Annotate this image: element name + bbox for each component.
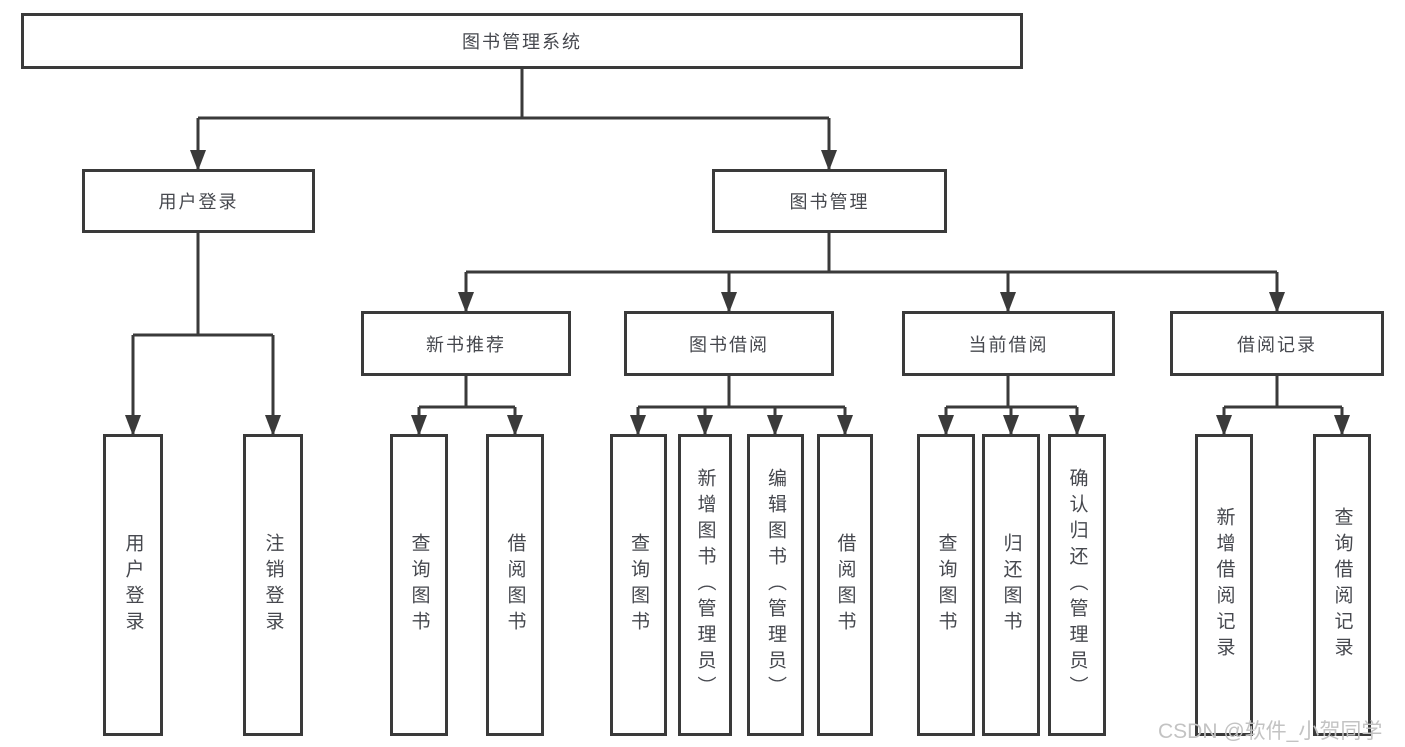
node-label: 新书推荐 bbox=[426, 334, 506, 355]
node-label: 编辑图书（管理员） bbox=[765, 468, 786, 702]
leaf-borrow-books: 借阅图书 bbox=[817, 434, 873, 736]
node-label: 图书管理 bbox=[789, 192, 870, 212]
arrow-icon bbox=[837, 415, 853, 436]
node-label: 注销登录 bbox=[262, 533, 284, 637]
node-label: 归还图书 bbox=[1000, 533, 1022, 637]
node-label: 查询图书 bbox=[935, 533, 957, 637]
leaf-search-borrow-record: 查询借阅记录 bbox=[1313, 434, 1371, 736]
arrowheads bbox=[125, 150, 1350, 436]
node-label: 用户登录 bbox=[158, 192, 239, 212]
leaf-edit-books-admin: 编辑图书（管理员） bbox=[747, 434, 804, 736]
connector-new-book-to-leaves bbox=[417, 375, 517, 434]
connector-book-management-to-level3 bbox=[464, 232, 1279, 312]
node-label: 查询借阅记录 bbox=[1331, 507, 1353, 663]
node-label: 查询图书 bbox=[408, 533, 430, 637]
arrow-icon bbox=[1269, 292, 1285, 313]
leaf-confirm-return-admin: 确认归还（管理员） bbox=[1048, 434, 1106, 736]
connector-borrow-record-to-leaves bbox=[1222, 375, 1344, 434]
arrow-icon bbox=[125, 415, 141, 436]
arrow-icon bbox=[938, 415, 954, 436]
node-label: 当前借阅 bbox=[968, 334, 1049, 355]
arrow-icon bbox=[1334, 415, 1350, 436]
arrow-icon bbox=[1000, 292, 1016, 313]
node-label: 借阅记录 bbox=[1237, 334, 1317, 355]
leaf-borrow-books: 借阅图书 bbox=[486, 434, 544, 736]
node-label: 图书管理系统 bbox=[462, 32, 582, 52]
leaf-logout: 注销登录 bbox=[243, 434, 303, 736]
arrow-icon bbox=[630, 415, 646, 436]
leaf-search-books: 查询图书 bbox=[610, 434, 667, 736]
node-user-login: 用户登录 bbox=[82, 169, 315, 233]
node-label: 用户登录 bbox=[122, 533, 144, 637]
arrow-icon bbox=[1216, 415, 1232, 436]
node-label: 新增借阅记录 bbox=[1213, 507, 1235, 663]
node-root-library-management-system: 图书管理系统 bbox=[21, 13, 1023, 69]
node-label: 新增图书（管理员） bbox=[694, 468, 716, 702]
arrow-icon bbox=[697, 415, 713, 436]
csdn-watermark: CSDN @软件_小贺同学 bbox=[1158, 720, 1383, 743]
leaf-search-books: 查询图书 bbox=[390, 434, 448, 736]
connector-book-borrow-to-leaves bbox=[636, 375, 847, 434]
node-book-borrow: 图书借阅 bbox=[624, 311, 834, 376]
node-new-book-recommend: 新书推荐 bbox=[361, 311, 571, 376]
arrow-icon bbox=[190, 150, 206, 171]
arrow-icon bbox=[411, 415, 427, 436]
arrow-icon bbox=[1003, 415, 1019, 436]
leaf-search-books: 查询图书 bbox=[917, 434, 975, 736]
arrow-icon bbox=[265, 415, 281, 436]
node-book-management: 图书管理 bbox=[712, 169, 947, 233]
node-current-borrow: 当前借阅 bbox=[902, 311, 1115, 376]
leaf-add-borrow-record: 新增借阅记录 bbox=[1195, 434, 1253, 736]
leaf-add-books-admin: 新增图书（管理员） bbox=[678, 434, 732, 736]
leaf-user-login: 用户登录 bbox=[103, 434, 163, 736]
arrow-icon bbox=[1069, 415, 1085, 436]
node-label: 借阅图书 bbox=[834, 533, 856, 637]
arrow-icon bbox=[767, 415, 783, 436]
arrow-icon bbox=[507, 415, 523, 436]
node-label: 图书借阅 bbox=[689, 334, 769, 355]
node-label: 确认归还（管理员） bbox=[1066, 468, 1088, 702]
node-label: 借阅图书 bbox=[504, 533, 526, 637]
leaf-return-books: 归还图书 bbox=[982, 434, 1040, 736]
connector-root-to-level2 bbox=[196, 68, 831, 170]
arrow-icon bbox=[721, 292, 737, 313]
arrow-icon bbox=[821, 150, 837, 171]
connector-user-login-to-leaves bbox=[131, 232, 275, 434]
node-label: 查询图书 bbox=[628, 533, 649, 637]
node-borrow-record: 借阅记录 bbox=[1170, 311, 1384, 376]
arrow-icon bbox=[458, 292, 474, 313]
